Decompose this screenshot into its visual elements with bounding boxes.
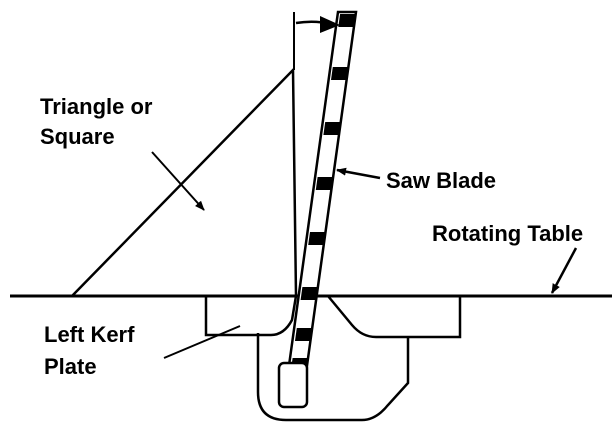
- triangle-leader-arrow: [151, 151, 205, 211]
- blade-mark: [308, 232, 326, 245]
- blade-hub: [277, 361, 309, 409]
- blade-mark: [338, 14, 357, 27]
- rotating-table-label: Rotating Table: [432, 221, 583, 246]
- blade-mark: [300, 287, 319, 300]
- saw-blade-leader-arrow: [336, 167, 381, 180]
- blade-marks: [290, 14, 357, 371]
- left-kerf-label-line2: Plate: [44, 354, 97, 379]
- rotating-table-leader-arrow: [550, 247, 578, 294]
- blade-mark: [331, 67, 349, 80]
- right-kerf-plate: [327, 295, 462, 339]
- blade-mark: [295, 328, 313, 341]
- left-kerf-label-line1: Left Kerf: [44, 322, 135, 347]
- blade-housing: [256, 333, 410, 422]
- angle-arrowhead: [320, 16, 340, 33]
- left-kerf-plate: [204, 295, 298, 337]
- blade-mark: [323, 122, 342, 135]
- left-kerf-leader-line: [163, 325, 241, 359]
- triangle-label-line1: Triangle or: [40, 94, 153, 119]
- triangle-label-line2: Square: [40, 124, 115, 149]
- saw-blade-label: Saw Blade: [386, 168, 496, 193]
- blade-mark: [315, 177, 334, 190]
